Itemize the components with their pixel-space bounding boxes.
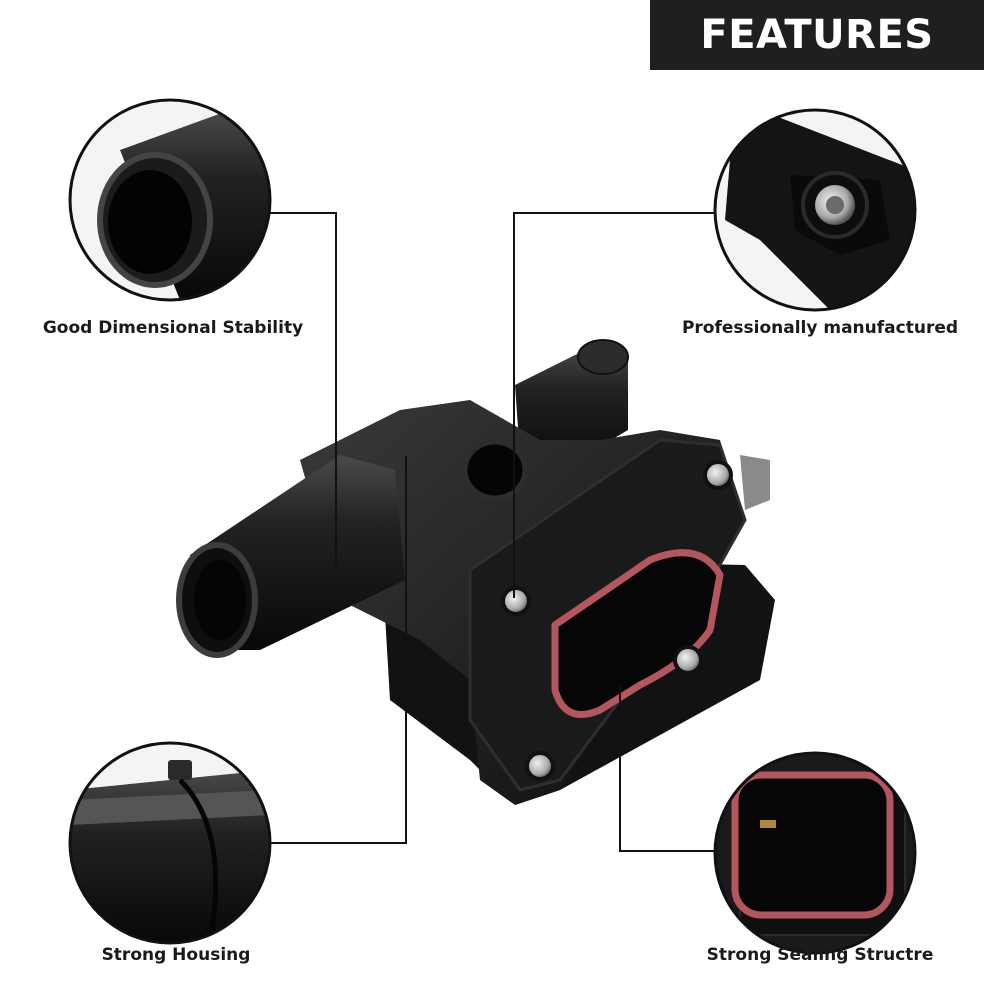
features-banner: FEATURES xyxy=(650,0,984,70)
detail-image-housing-seam xyxy=(68,741,272,945)
feature-label-strong-housing: Strong Housing xyxy=(101,945,251,965)
feature-label-strong-sealing: Strong Sealing Structre xyxy=(706,945,934,965)
callout-lines xyxy=(270,212,716,852)
feature-label-dimensional-stability: Good Dimensional Stability xyxy=(42,318,304,338)
feature-label-professionally-manufactured: Professionally manufactured xyxy=(681,318,959,338)
thermostat-housing xyxy=(176,339,775,805)
detail-image-metal-bushing xyxy=(713,108,917,312)
detail-image-pipe-outlet xyxy=(68,98,272,302)
detail-image-red-gasket xyxy=(713,751,917,955)
banner-title: FEATURES xyxy=(700,12,934,58)
